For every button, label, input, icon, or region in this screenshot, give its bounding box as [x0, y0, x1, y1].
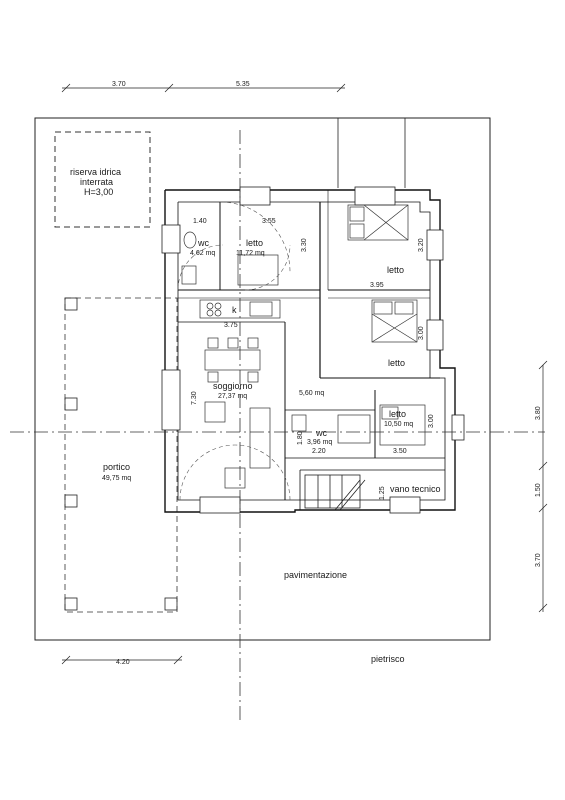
wc-bottom-area: 3,96 mq [307, 439, 332, 446]
top-dimension-line [61, 83, 346, 93]
dim-wc-w: 1.40 [193, 218, 207, 225]
dim-letto-c-h: 3.00 [418, 326, 425, 340]
bottom-dimension-line [61, 655, 183, 665]
bathroom-fixtures [181, 231, 371, 444]
pavimentazione-label: pavimentazione [284, 570, 347, 580]
portico-area [64, 297, 178, 613]
letto-a-area: 11,72 mq [236, 250, 265, 257]
stairs [304, 474, 366, 511]
reserve-title-line1: riserva idrica [70, 167, 121, 177]
hall-area: 5,60 mq [299, 390, 324, 397]
dim-right-2: 1.50 [535, 483, 542, 497]
reserve-title-line3: H=3,00 [84, 187, 113, 197]
dim-wc-bottom-h: 1.80 [297, 431, 304, 445]
letto-b-label: letto [387, 265, 404, 275]
axis-lines [10, 130, 545, 720]
right-dimension-line [538, 360, 548, 613]
dim-kitchen-w: 3.75 [224, 322, 238, 329]
dim-bottom-left: 4.20 [116, 659, 130, 666]
kitchen-label: k [232, 305, 237, 315]
dim-letto-c-w: 3.95 [370, 282, 384, 289]
bed-icon [237, 204, 426, 446]
reserve-title-line2: interrata [80, 177, 113, 187]
pietrisco-label: pietrisco [371, 654, 405, 664]
living-furniture [204, 337, 271, 489]
vano-tecnico-label: vano tecnico [390, 484, 441, 494]
dim-letto-b-h: 3.20 [418, 238, 425, 252]
dim-wc-bottom-w: 2.20 [312, 448, 326, 455]
dim-letto-d-h: 3.00 [428, 414, 435, 428]
dim-vano-h: 1.25 [379, 486, 386, 500]
portico-label: portico [103, 462, 130, 472]
letto-d-area: 10,50 mq [384, 421, 413, 428]
dim-letto-a-w: 3.55 [262, 218, 276, 225]
dim-soggiorno-h: 7.30 [191, 391, 198, 405]
dim-letto-a-h: 3.30 [301, 238, 308, 252]
building-walls [164, 189, 456, 513]
door-swings [177, 201, 291, 501]
soggiorno-area: 27,37 mq [218, 393, 247, 400]
dim-top-left: 3.70 [112, 81, 126, 88]
dim-letto-d-w: 3.50 [393, 448, 407, 455]
wc-bottom-label: wc [315, 428, 327, 438]
soggiorno-label: soggiorno [213, 381, 253, 391]
dim-right-3: 3.70 [535, 553, 542, 567]
letto-c-label: letto [388, 358, 405, 368]
dim-right-1: 3.80 [535, 406, 542, 420]
water-reserve-tank [54, 131, 151, 228]
wc-top-label: wc [197, 238, 209, 248]
portico-area-label: 49,75 mq [102, 475, 131, 482]
wc-top-area: 4,62 mq [190, 250, 215, 257]
letto-a-label: letto [246, 238, 263, 248]
dim-top-right: 5.35 [236, 81, 250, 88]
letto-d-label: letto [389, 409, 406, 419]
plot-boundary [34, 117, 491, 641]
